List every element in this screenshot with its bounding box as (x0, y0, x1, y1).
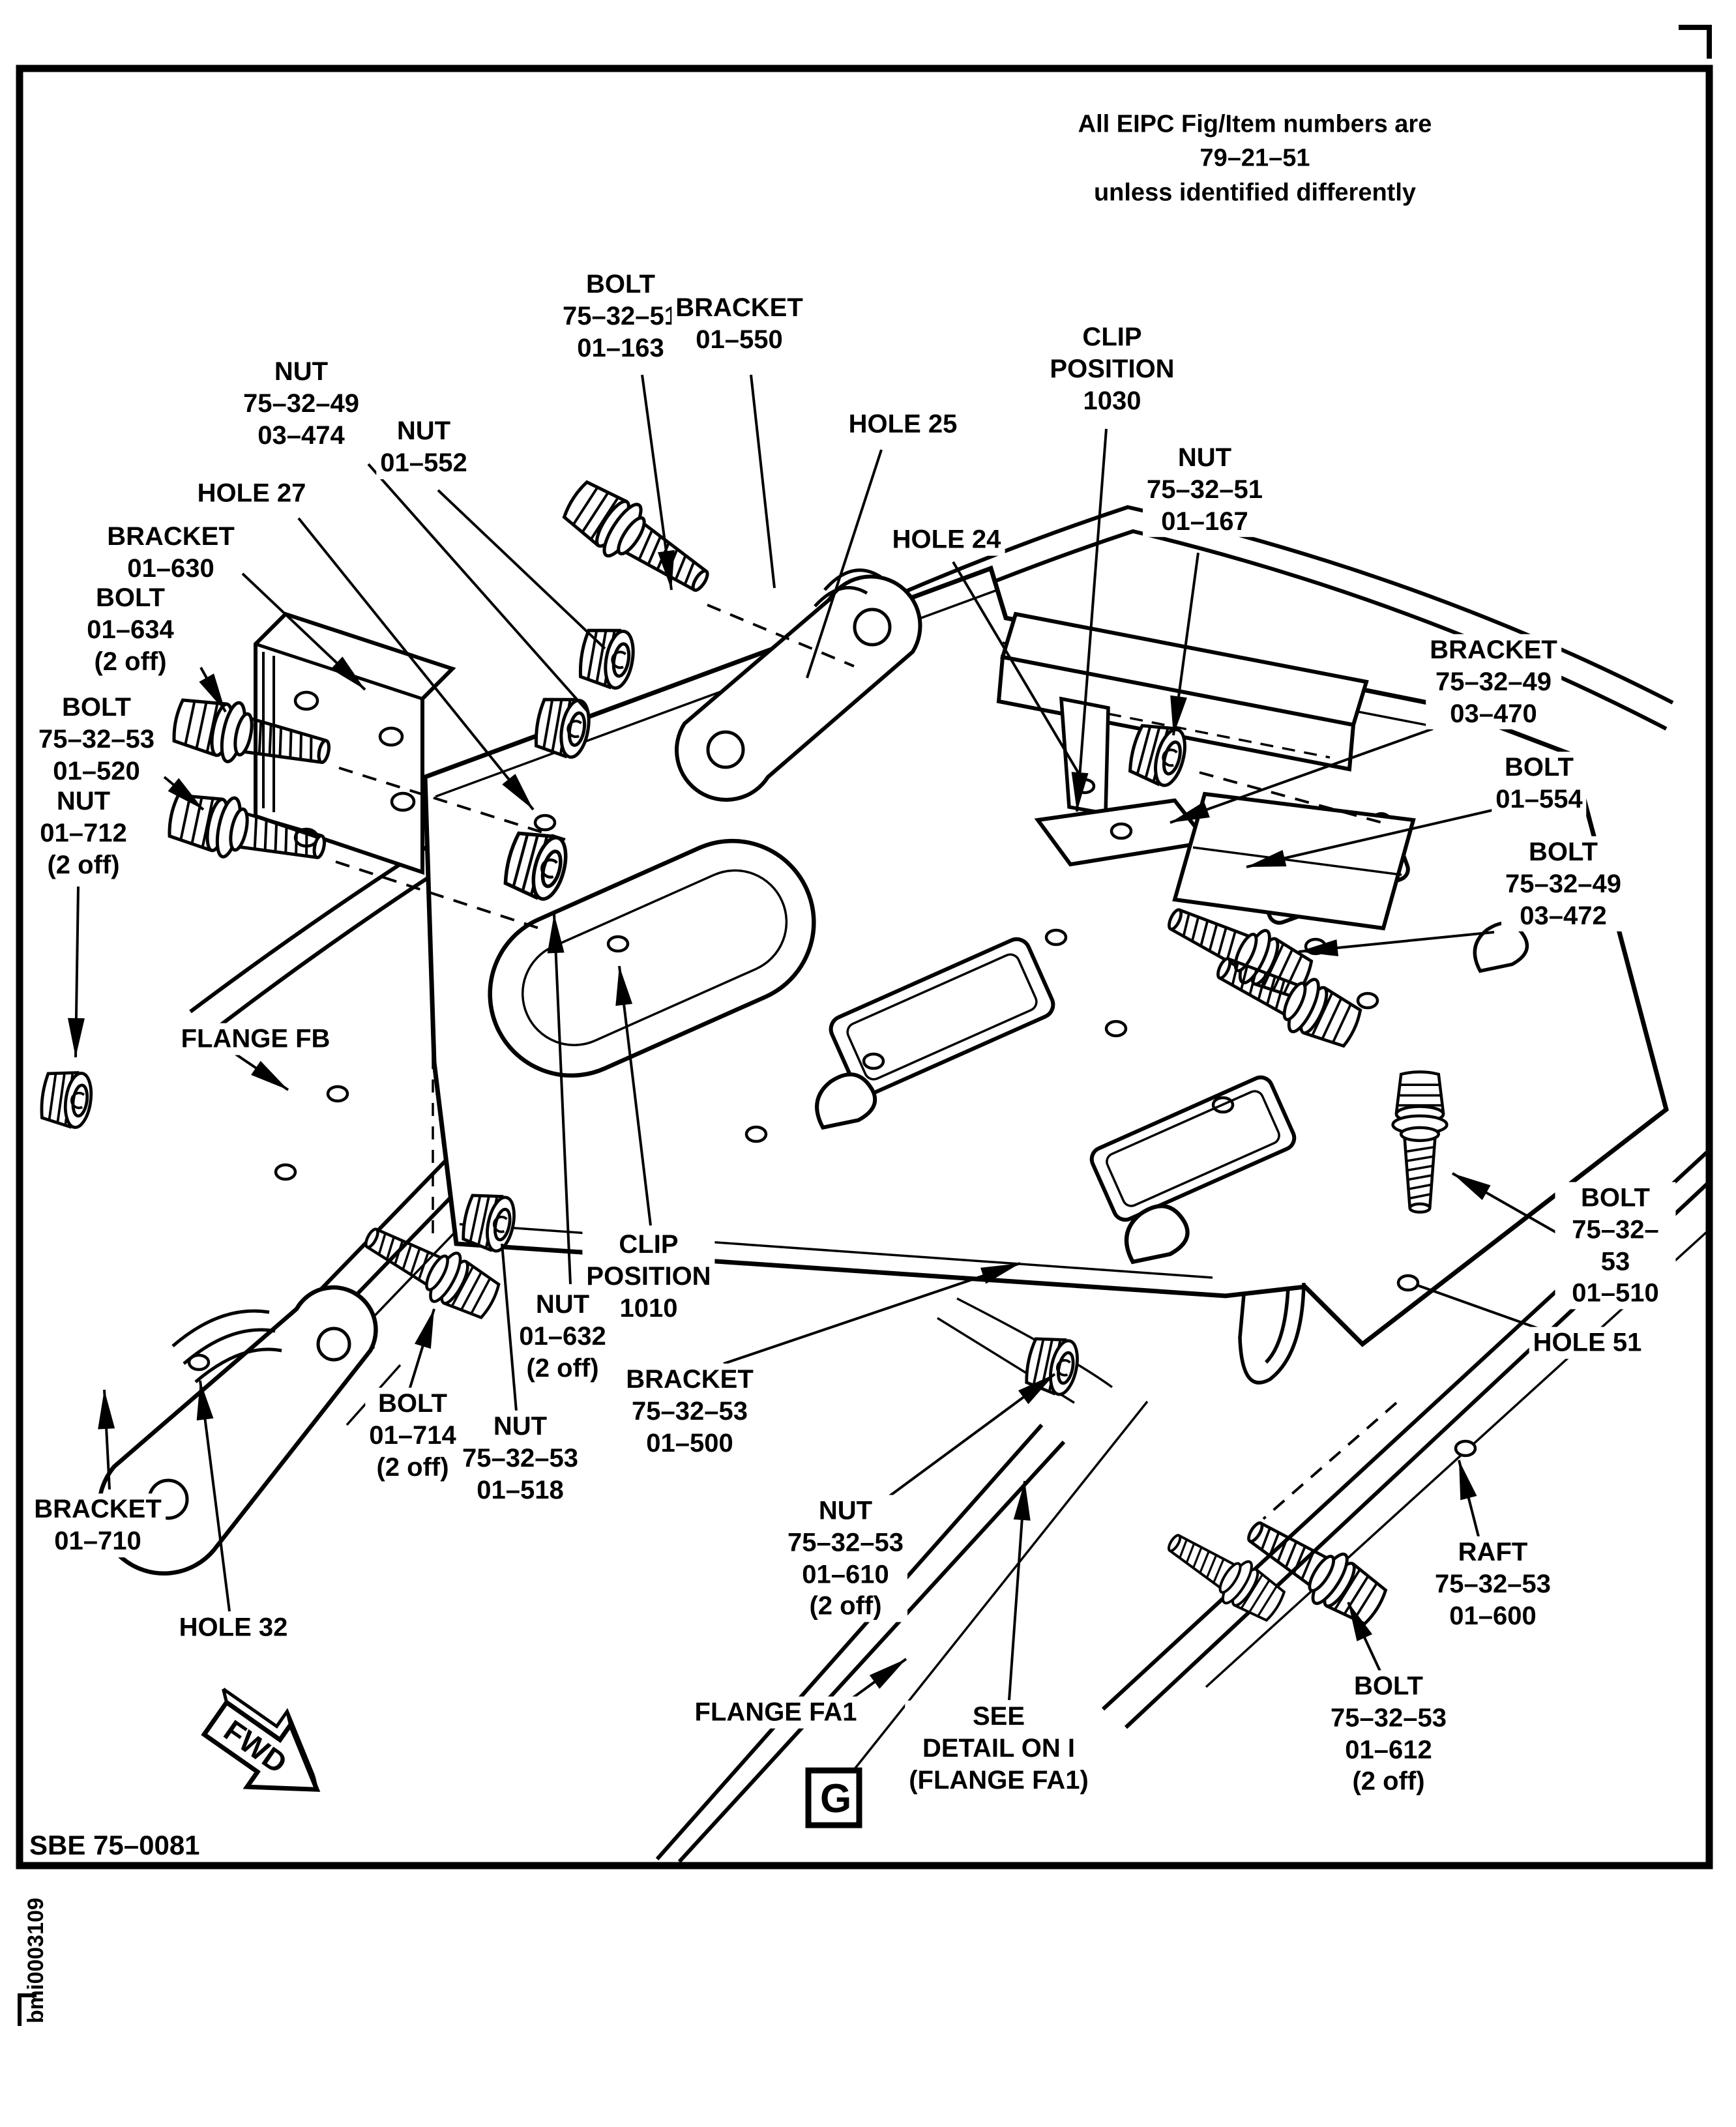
corner-mark-bottom-left (18, 1993, 37, 2026)
callout-hole-25: HOLE 25 (844, 408, 962, 441)
callout-bolt-01-520: BOLT 75–32–53 01–520 (35, 691, 158, 787)
bracket-03-470-part (1172, 771, 1416, 931)
callout-flange-fa1: FLANGE FA1 (690, 1696, 861, 1729)
callout-bracket-01-630: BRACKET 01–630 (103, 521, 239, 585)
callout-bolt-01-554: BOLT 01–554 (1492, 752, 1587, 815)
callout-hole-24: HOLE 24 (888, 523, 1005, 556)
callout-clip-position-1030: CLIP POSITION 1030 (1046, 321, 1179, 417)
nut-01-552-part (577, 625, 637, 690)
nut-01-610-part (1023, 1334, 1081, 1397)
callout-raft-01-600: RAFT 75–32–53 01–600 (1431, 1536, 1555, 1632)
callout-nut-01-167: NUT 75–32–51 01–167 (1143, 441, 1267, 538)
callout-bolt-01-714: BOLT 01–714 (2 off) (365, 1387, 460, 1484)
callout-nut-01-610: NUT 75–32–53 01–610 (2 off) (784, 1495, 907, 1622)
callout-bolt-01-634: BOLT 01–634 (2 off) (83, 581, 178, 678)
callout-hole-32: HOLE 32 (175, 1611, 292, 1644)
callout-bracket-03-470: BRACKET 75–32–49 03–470 (1426, 634, 1561, 730)
callout-bolt-03-472: BOLT 75–32–49 03–472 (1501, 836, 1625, 932)
detail-box-g: G (805, 1767, 862, 1828)
figure-ref: SBE 75–0081 (29, 1830, 200, 1860)
bracket-01-710-part (96, 1285, 378, 1576)
callout-bolt-01-163: BOLT 75–32–51 01–163 (559, 268, 683, 364)
callout-nut-01-518: NUT 75–32–53 01–518 (458, 1410, 582, 1506)
fwd-arrow-icon: FWD (201, 1687, 321, 1792)
callout-bolt-01-612: BOLT 75–32–53 01–612 (2 off) (1327, 1670, 1450, 1798)
callout-nut-01-552: NUT 01–552 (376, 415, 471, 479)
callout-bolt-01-510: BOLT 75–32–53 01–510 (1555, 1182, 1676, 1310)
callout-nut-01-632: NUT 01–632 (2 off) (515, 1288, 610, 1385)
callout-bracket-01-500: BRACKET 75–32–53 01–500 (622, 1363, 758, 1460)
flange-fa1-band (655, 1400, 1149, 1864)
callout-nut-03-474: NUT 75–32–49 03–474 (239, 355, 363, 452)
callout-flange-fb: FLANGE FB (177, 1023, 334, 1055)
eipc-note: All EIPC Fig/Item numbers are 79–21–51 u… (1078, 110, 1432, 207)
callout-hole-27: HOLE 27 (193, 477, 310, 510)
s-hook-tab (1238, 1282, 1306, 1385)
bracket-01-550-part (674, 568, 922, 802)
bolt-01-163-part (557, 473, 720, 608)
nut-01-712-part (39, 1068, 95, 1129)
detail-box-letter: G (820, 1776, 851, 1821)
callout-bracket-01-710: BRACKET 01–710 (30, 1493, 166, 1557)
frame-border (16, 65, 1713, 1870)
callout-bracket-01-550: BRACKET 01–550 (671, 292, 807, 356)
callout-nut-01-712: NUT 01–712 (2 off) (36, 785, 131, 881)
bolt-01-612-part-2 (1158, 1521, 1289, 1628)
callout-see-detail: SEE DETAIL ON I (FLANGE FA1) (905, 1700, 1093, 1797)
document-id: bmi0003109 (23, 1898, 48, 2023)
clip-plate-1030 (1034, 798, 1211, 867)
leader-lines (67, 374, 1565, 1704)
callout-clip-position-1010: CLIP POSITION 1010 (582, 1228, 715, 1325)
fasteners (39, 473, 1447, 1633)
callout-hole-51: HOLE 51 (1529, 1327, 1646, 1359)
corner-mark-top-right (1679, 25, 1712, 59)
